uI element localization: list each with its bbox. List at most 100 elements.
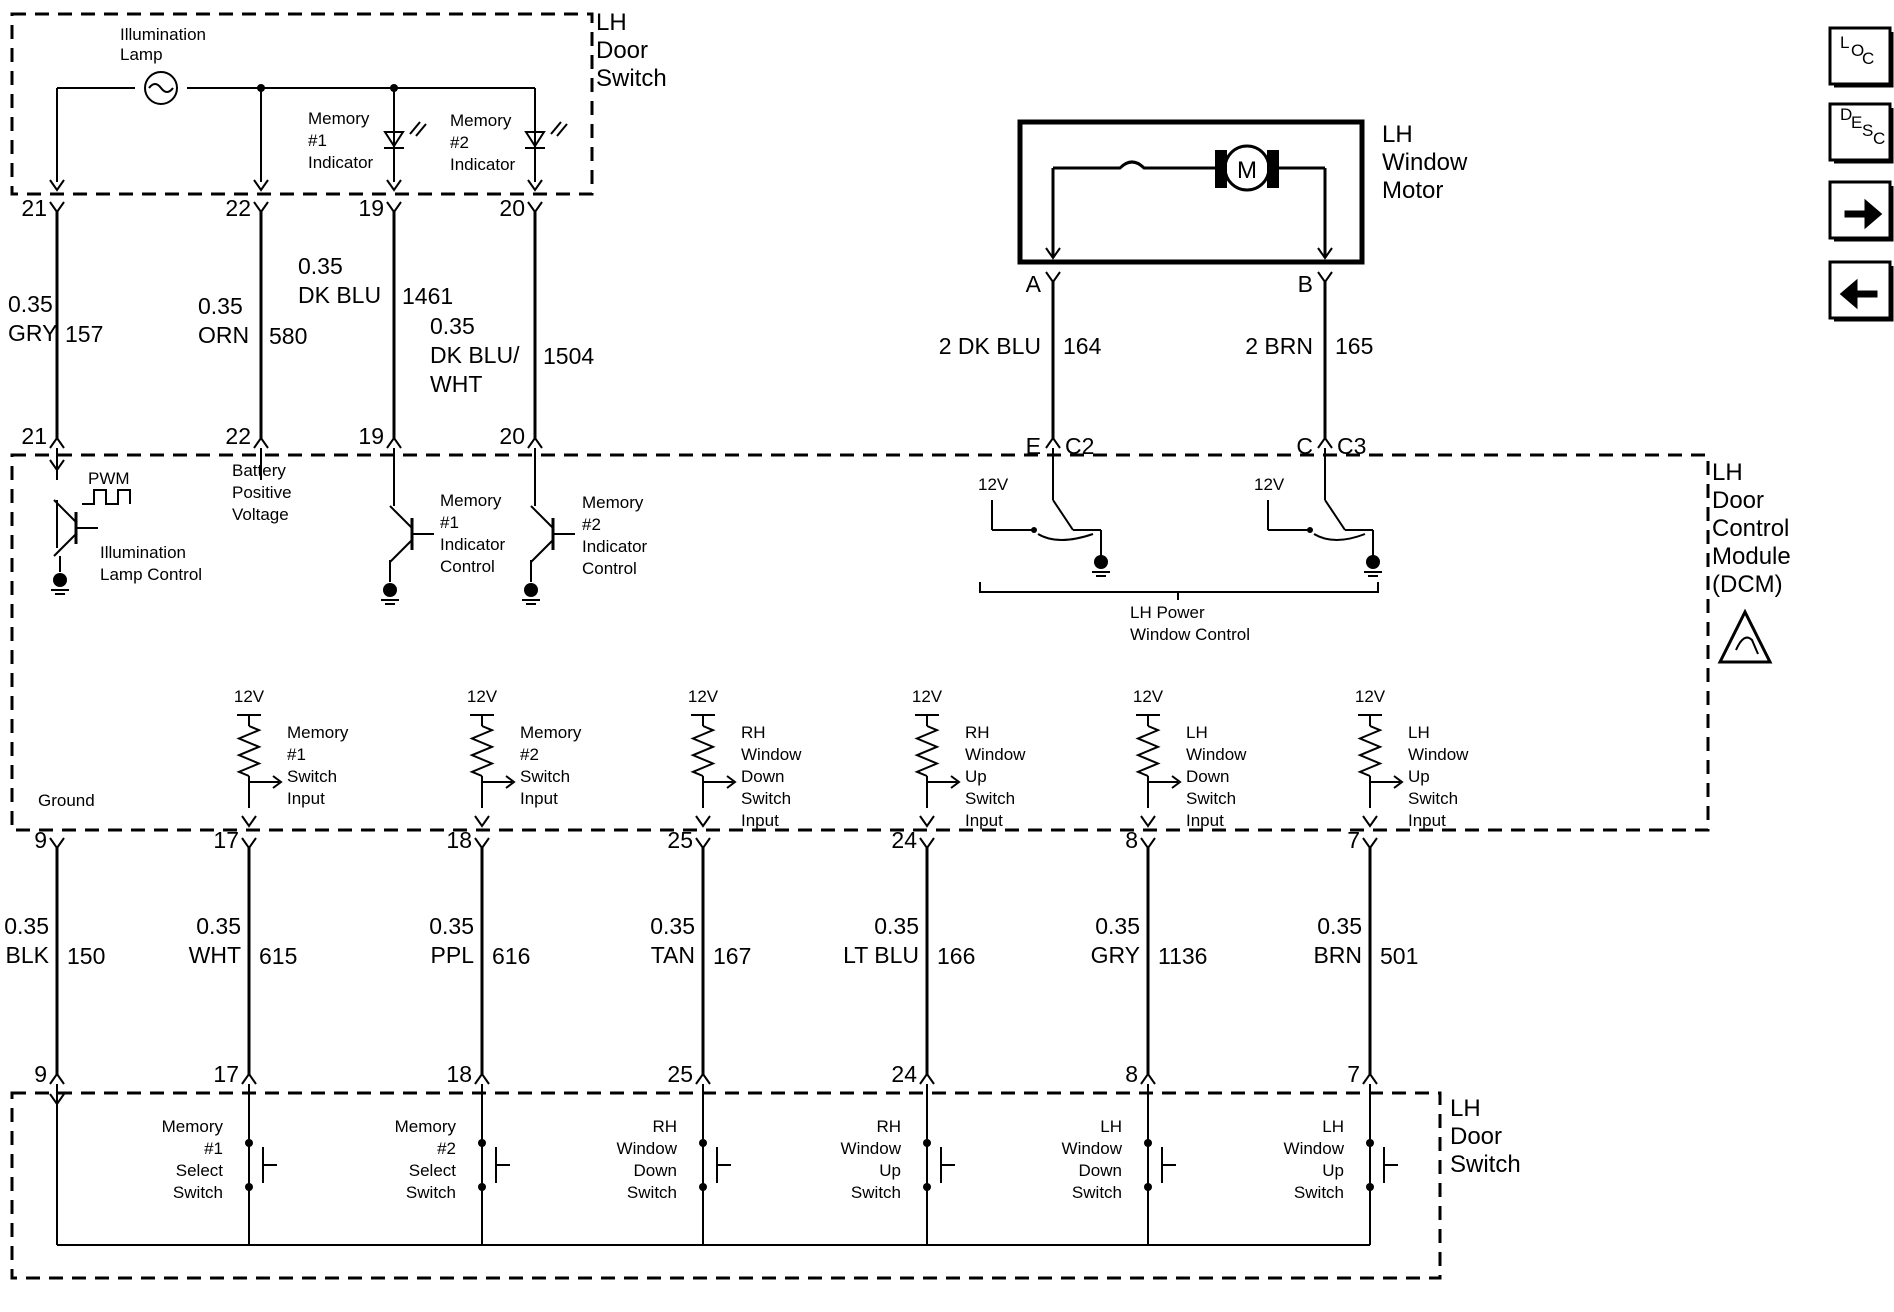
input-12v-label-1: 12V [467, 687, 498, 706]
input-arrow-icon-4 [1171, 775, 1182, 789]
upper-circuit-0: 157 [65, 321, 103, 347]
upper-pin-bottom-1: 22 [225, 423, 251, 449]
lower-pin-top-1: 17 [213, 827, 239, 853]
top-connector-0 [49, 179, 65, 192]
pwm-wave-icon [82, 489, 131, 505]
input-arrow-icon-1 [505, 775, 516, 789]
lower-pin-bottom-4: 24 [891, 1061, 917, 1087]
dcm-box [10, 453, 1710, 832]
lower-circuit-2: 616 [492, 943, 530, 969]
right-arrow-icon[interactable] [1844, 198, 1883, 230]
upper-pin-bottom-3: 20 [499, 423, 525, 449]
motor-circuit-1: 165 [1335, 333, 1373, 359]
upper-pin-top-1: 22 [225, 195, 251, 221]
lower-connector-bottom-1 [241, 1072, 257, 1085]
push-switch-icon-1 [478, 1139, 486, 1147]
lower-connector-bottom-3 [695, 1072, 711, 1085]
pullup-resistor-4 [1135, 725, 1161, 777]
upper-pin-top-2: 19 [358, 195, 384, 221]
prev-button[interactable] [1828, 260, 1894, 322]
lower-connector-bottom-5 [1140, 1072, 1156, 1085]
svg-text:C[interactable]: C [1862, 49, 1874, 68]
bottom-switch-box [10, 1091, 1442, 1280]
motor-circuit-0: 164 [1063, 333, 1102, 359]
next-button[interactable] [1828, 180, 1894, 242]
lower-pin-bottom-1: 17 [213, 1061, 239, 1087]
svg-text:S[interactable]: S [1862, 121, 1873, 140]
push-switch-icon-0 [245, 1139, 253, 1147]
left-arrow-icon[interactable] [1839, 278, 1878, 310]
pullup-resistor-3 [914, 725, 940, 777]
motor-module-pin-0: E [1026, 433, 1041, 459]
motor-pin-1: B [1298, 271, 1313, 297]
relay-ground-icon [1366, 555, 1380, 569]
svg-text:C[interactable]: C [1873, 129, 1885, 148]
lower-pin-bottom-6: 7 [1347, 1061, 1360, 1087]
svg-text:E[interactable]: E [1851, 113, 1862, 132]
pullup-resistor-1 [469, 725, 495, 777]
upper-connector-bottom-3 [527, 436, 543, 449]
input-arrow-icon-3 [950, 775, 961, 789]
svg-text:O[interactable]: O [1851, 41, 1864, 60]
input-arrow-icon-5 [1393, 775, 1404, 789]
lower-circuit-1: 615 [259, 943, 297, 969]
input-12v-label-5: 12V [1355, 687, 1386, 706]
lower-pin-bottom-2: 18 [446, 1061, 472, 1087]
lower-pin-top-2: 18 [446, 827, 472, 853]
ground-label: Ground [38, 791, 95, 810]
motor-brush-right [1267, 150, 1279, 188]
lower-pin-top-0: 9 [34, 827, 47, 853]
motor-pin-0: A [1026, 271, 1042, 297]
top-switch-box [10, 12, 594, 196]
input-arrow-icon-0 [272, 775, 283, 789]
relay-ground-icon [1094, 555, 1108, 569]
upper-circuit-1: 580 [269, 323, 307, 349]
svg-text:D[interactable]: D [1840, 105, 1852, 124]
relay2-12v-label: 12V [1254, 475, 1285, 494]
esd-icon [1717, 608, 1773, 664]
lower-circuit-6: 501 [1380, 943, 1418, 969]
upper-circuit-3: 1504 [543, 343, 594, 369]
motor-box [1017, 119, 1365, 265]
lower-circuit-5: 1136 [1158, 943, 1207, 969]
input-12v-label-4: 12V [1133, 687, 1164, 706]
lower-circuit-0: 150 [67, 943, 105, 969]
input-12v-label-0: 12V [234, 687, 265, 706]
svg-text:L[interactable]: L [1840, 33, 1849, 52]
upper-connector-bottom-1 [253, 436, 269, 449]
relay-contact-icon [1052, 499, 1074, 531]
motor-module-pin-1: C [1296, 433, 1313, 459]
top-connector-3 [527, 179, 543, 192]
motor-connector-bottom-0 [1045, 436, 1061, 449]
pullup-resistor-2 [690, 725, 716, 777]
upper-pin-top-0: 21 [21, 195, 47, 221]
input-arrow-icon-2 [726, 775, 737, 789]
mem2-ground-icon [524, 583, 538, 597]
push-switch-icon-5 [1366, 1139, 1374, 1147]
